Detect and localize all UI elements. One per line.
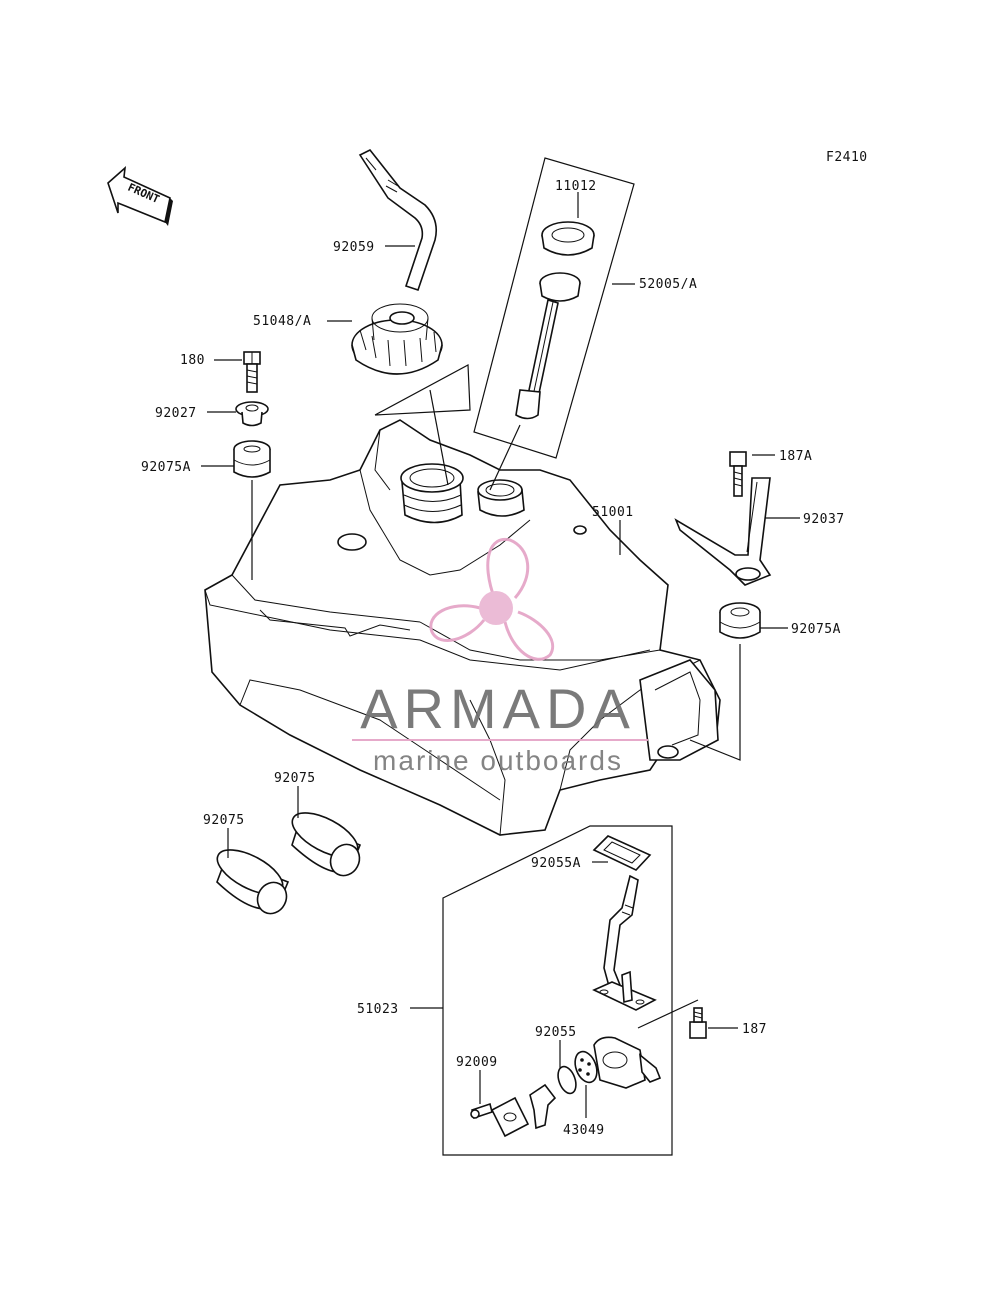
screw-92009: [470, 1102, 493, 1120]
collar-92027: [235, 401, 269, 427]
o-ring-92055: [557, 1065, 577, 1095]
label-92027: 92027: [155, 406, 197, 421]
fuel-gauge: [515, 272, 581, 420]
petcock-lever: [529, 1083, 557, 1130]
watermark-subtitle: marine outboards: [373, 745, 623, 776]
label-51048a: 51048/A: [253, 314, 311, 329]
label-187: 187: [742, 1022, 767, 1037]
label-43049: 43049: [563, 1123, 605, 1138]
label-92009: 92009: [456, 1055, 498, 1070]
label-92075-lower: 92075: [203, 813, 245, 828]
label-180: 180: [180, 353, 205, 368]
label-51023: 51023: [357, 1002, 399, 1017]
diaphragm-43049: [574, 1050, 598, 1084]
fuel-petcock: [592, 874, 662, 1089]
leader-lines: [201, 192, 800, 1118]
sleeve-92075-lower: [216, 849, 290, 915]
label-51001: 51001: [592, 505, 634, 520]
label-92075-upper: 92075: [274, 771, 316, 786]
sleeve-92075-upper: [291, 812, 362, 877]
damper-92075a-right: [719, 602, 761, 639]
label-92059: 92059: [333, 240, 375, 255]
label-92075a-right: 92075A: [791, 622, 841, 637]
label-11012: 11012: [555, 179, 597, 194]
vent-hose: [358, 148, 438, 292]
bolt-187a: [729, 451, 747, 497]
watermark-title: ARMADA: [360, 677, 636, 740]
front-arrow-icon: FRONT: [107, 166, 173, 226]
damper-92075a-left: [233, 440, 271, 478]
bolt-180: [243, 351, 261, 393]
label-92075a-left: 92075A: [141, 460, 191, 475]
propeller-logo-icon: [429, 537, 555, 661]
label-92055a: 92055A: [531, 856, 581, 871]
fuel-tank: [204, 419, 721, 836]
gasket-92055a: [592, 835, 652, 871]
diagram-code: F2410: [826, 150, 868, 165]
bolt-187: [689, 1007, 707, 1039]
label-52005a: 52005/A: [639, 277, 697, 292]
gauge-grommet: [541, 221, 595, 256]
watermark: ARMADA marine outboards: [352, 537, 648, 776]
label-92055: 92055: [535, 1025, 577, 1040]
bracket-92037: [674, 477, 772, 586]
fuel-cap: [351, 303, 443, 375]
label-187a: 187A: [779, 449, 812, 464]
label-92037: 92037: [803, 512, 845, 527]
petcock-plate: [490, 1096, 530, 1138]
